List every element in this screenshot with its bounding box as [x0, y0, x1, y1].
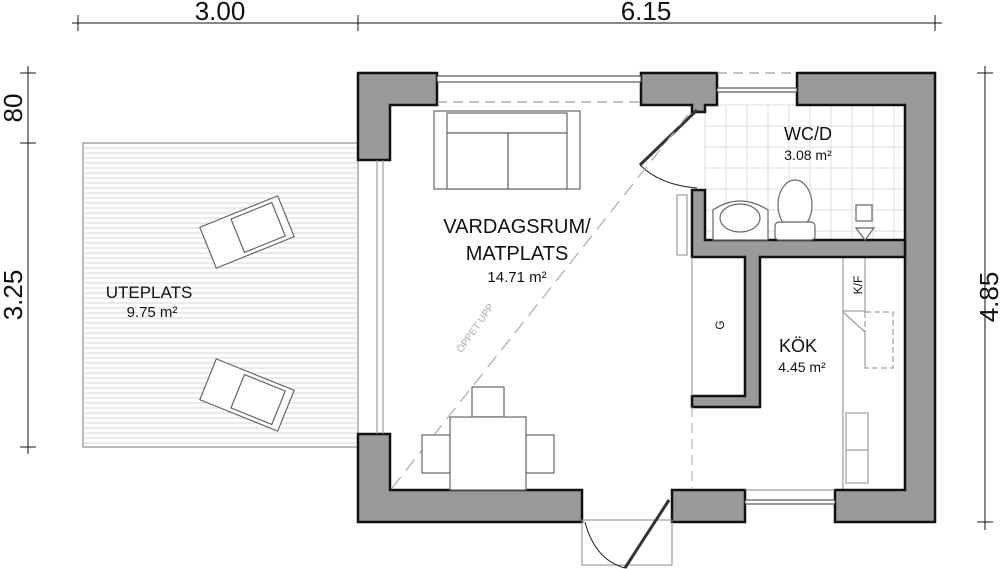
open-ceiling-line — [391, 111, 691, 489]
patio-chair — [199, 195, 295, 269]
dimension-top: 3.00 6.15 — [72, 0, 942, 31]
patio-name: UTEPLATS — [106, 283, 193, 302]
dim-left-top: 80 — [0, 94, 28, 123]
floor-drain — [854, 204, 876, 241]
patio-chair — [199, 358, 295, 432]
living-room-name-1: VARDAGSRUM/ — [443, 216, 591, 238]
fridge-freezer-label: K/F — [851, 276, 865, 295]
kitchen-name: KÖK — [779, 336, 817, 356]
dim-right: 4.85 — [974, 272, 1000, 323]
wardrobe-label: G — [713, 320, 727, 329]
dimension-right: 4.85 — [974, 66, 1000, 530]
living-room-name-2: MATPLATS — [466, 243, 569, 265]
dim-left-main: 3.25 — [0, 270, 28, 321]
sink — [712, 200, 769, 241]
toilet — [774, 179, 816, 241]
wc-name: WC/D — [784, 124, 832, 144]
wc-area: 3.08 m² — [784, 147, 832, 163]
windows — [376, 72, 836, 505]
dimension-left: 80 3.25 — [0, 66, 36, 454]
dim-top-right: 6.15 — [621, 0, 672, 26]
kitchen-area: 4.45 m² — [778, 359, 826, 375]
dim-top-left: 3.00 — [195, 0, 246, 26]
doors — [581, 108, 699, 569]
patio-area: 9.75 m² — [127, 304, 178, 321]
living-room-area: 14.71 m² — [487, 269, 546, 286]
open-ceiling-label: ÖPPET UPP — [454, 301, 497, 355]
dining-table — [421, 386, 555, 491]
sofa — [433, 110, 581, 190]
walls — [356, 71, 937, 524]
